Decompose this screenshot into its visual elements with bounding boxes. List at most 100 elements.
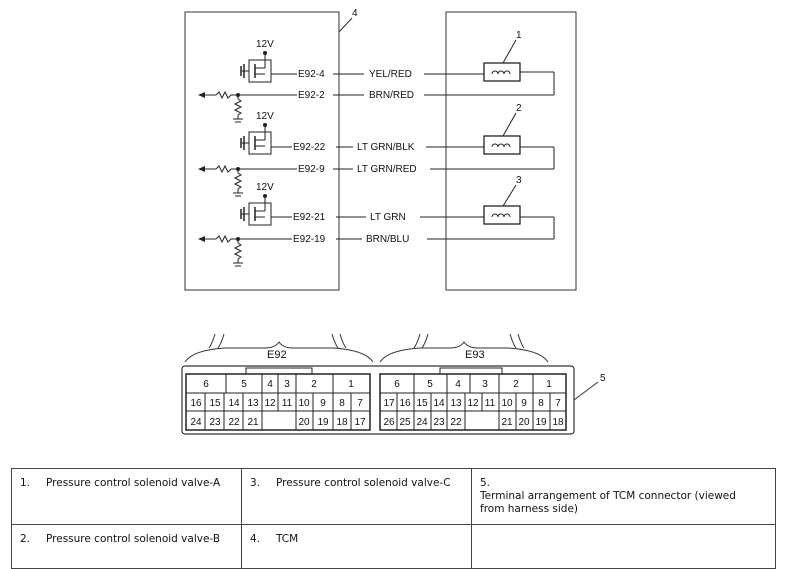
legend-cell: 1. Pressure control solenoid valve-A xyxy=(11,468,242,525)
solenoid-box xyxy=(445,11,577,291)
legend-text: Pressure control solenoid valve-A xyxy=(46,477,221,489)
terminal-e92-21: E92-21 xyxy=(293,212,326,223)
e93-pin: 6 xyxy=(394,379,400,390)
v12-label-b: 12V xyxy=(256,111,274,122)
wire-lt-grn-red: LT GRN/RED xyxy=(357,164,417,175)
e93-pin: 23 xyxy=(433,417,445,428)
e92-pin: 5 xyxy=(241,379,247,390)
e93-pin: 10 xyxy=(501,398,513,409)
e92-pin: 10 xyxy=(298,398,310,409)
e92-pin: 3 xyxy=(284,379,290,390)
wiring-diagram: 4 12V E92-4 YEL/RED 1 E92-2 BRN/RED 12V xyxy=(181,8,606,435)
wire-yel-red: YEL/RED xyxy=(369,69,412,80)
e92-pin: 15 xyxy=(209,398,221,409)
legend-row: 1. Pressure control solenoid valve-A 3. Pr… xyxy=(11,468,776,525)
e92-pin: 20 xyxy=(298,417,310,428)
e92-pin: 12 xyxy=(264,398,276,409)
e92-pin: 1 xyxy=(348,379,354,390)
e92-pin: 13 xyxy=(247,398,259,409)
legend-text: TCM xyxy=(276,533,299,545)
e93-pin: 19 xyxy=(535,417,547,428)
e92-pin: 19 xyxy=(317,417,329,428)
e93-pin: 9 xyxy=(521,398,527,409)
e92-pin: 6 xyxy=(203,379,209,390)
terminal-e92-22: E92-22 xyxy=(293,142,326,153)
legend-cell: 3. Pressure control solenoid valve-C xyxy=(241,468,472,525)
legend-cell: 5.Terminal arrangement of TCM connector … xyxy=(471,468,776,525)
wire-lt-grn-blk: LT GRN/BLK xyxy=(357,142,415,153)
connector-ref-label: 5 xyxy=(600,373,606,384)
wire-brn-blu: BRN/BLU xyxy=(366,234,409,245)
coil-3 xyxy=(483,205,521,225)
terminal-e92-9: E92-9 xyxy=(298,164,325,175)
e93-pin: 7 xyxy=(555,398,561,409)
terminal-e92-4: E92-4 xyxy=(298,69,325,80)
e93-pin: 21 xyxy=(501,417,513,428)
e92-connector xyxy=(185,367,371,431)
e92-label: E92 xyxy=(267,349,287,361)
legend-num: 2. xyxy=(20,533,31,545)
e92-pin: 18 xyxy=(336,417,348,428)
e93-label: E93 xyxy=(465,349,485,361)
legend-num: 5. xyxy=(480,477,491,489)
e93-pin: 2 xyxy=(513,379,519,390)
e93-connector xyxy=(379,367,567,431)
e93-pin: 26 xyxy=(383,417,395,428)
v12-label-a: 12V xyxy=(256,39,274,50)
e93-pin: 20 xyxy=(518,417,530,428)
legend-cell: 4. TCM xyxy=(241,524,472,569)
e93-pin: 4 xyxy=(455,379,461,390)
e92-pin: 21 xyxy=(247,417,259,428)
e92-pin: 7 xyxy=(357,398,363,409)
e93-pin: 18 xyxy=(552,417,564,428)
terminal-e92-2: E92-2 xyxy=(298,90,325,101)
e93-pin-labels: 6 5 4 3 2 1 17 16 15 14 13 12 11 10 9 8 … xyxy=(383,379,564,428)
connector-housing xyxy=(181,365,575,435)
circuit-c: 12V E92-21 LT GRN 3 E92-19 BRN/BLU xyxy=(198,175,555,267)
legend-num: 1. xyxy=(20,477,31,489)
e92-pin: 14 xyxy=(228,398,240,409)
e93-pin: 1 xyxy=(546,379,552,390)
e93-pin: 12 xyxy=(467,398,479,409)
e93-pin: 11 xyxy=(485,398,496,409)
e92-pin: 17 xyxy=(354,417,366,428)
e93-pin: 5 xyxy=(427,379,433,390)
coil-2 xyxy=(483,135,521,155)
e93-pin: 8 xyxy=(538,398,544,409)
legend-cell: 2.Pressure control solenoid valve-B xyxy=(11,524,242,569)
e92-pin: 11 xyxy=(282,398,293,409)
e92-pin: 2 xyxy=(311,379,317,390)
e93-pin: 16 xyxy=(399,398,411,409)
solenoid-ref-3: 3 xyxy=(516,175,522,186)
circuit-b: 12V E92-22 LT GRN/BLK 2 E92-9 LT GRN/RED xyxy=(198,103,555,197)
terminal-e92-19: E92-19 xyxy=(293,234,326,245)
e92-pin: 22 xyxy=(228,417,240,428)
solenoid-ref-2: 2 xyxy=(516,103,522,114)
e92-pin: 16 xyxy=(190,398,202,409)
e92-pin: 8 xyxy=(339,398,345,409)
legend-text: Pressure control solenoid valve-C xyxy=(276,477,451,489)
legend-text: Terminal arrangement of TCM connector (v… xyxy=(480,490,736,515)
coil-1 xyxy=(483,62,521,82)
e93-pin: 15 xyxy=(416,398,428,409)
v12-label-c: 12V xyxy=(256,182,274,193)
e92-pin-labels: 6 5 4 3 2 1 16 15 14 13 12 11 10 9 8 7 2… xyxy=(190,379,366,428)
legend-cell-empty xyxy=(471,524,776,569)
e93-pin: 3 xyxy=(482,379,488,390)
wire-lt-grn: LT GRN xyxy=(370,212,406,223)
legend-table: 1. Pressure control solenoid valve-A 3. Pr… xyxy=(11,468,776,569)
legend-num: 4. xyxy=(250,533,261,545)
tcm-box xyxy=(184,11,340,291)
legend-num: 3. xyxy=(250,477,261,489)
e92-pin: 23 xyxy=(209,417,221,428)
e92-pin: 4 xyxy=(267,379,273,390)
e92-pin: 9 xyxy=(320,398,326,409)
e92-pin: 24 xyxy=(190,417,202,428)
solenoid-ref-1: 1 xyxy=(516,30,522,41)
wire-brn-red: BRN/RED xyxy=(369,90,414,101)
legend-row: 2.Pressure control solenoid valve-B 4. TC… xyxy=(11,524,776,569)
e93-pin: 25 xyxy=(399,417,411,428)
tcm-ref-label: 4 xyxy=(352,8,358,19)
e93-pin: 22 xyxy=(450,417,462,428)
e93-pin: 13 xyxy=(450,398,462,409)
